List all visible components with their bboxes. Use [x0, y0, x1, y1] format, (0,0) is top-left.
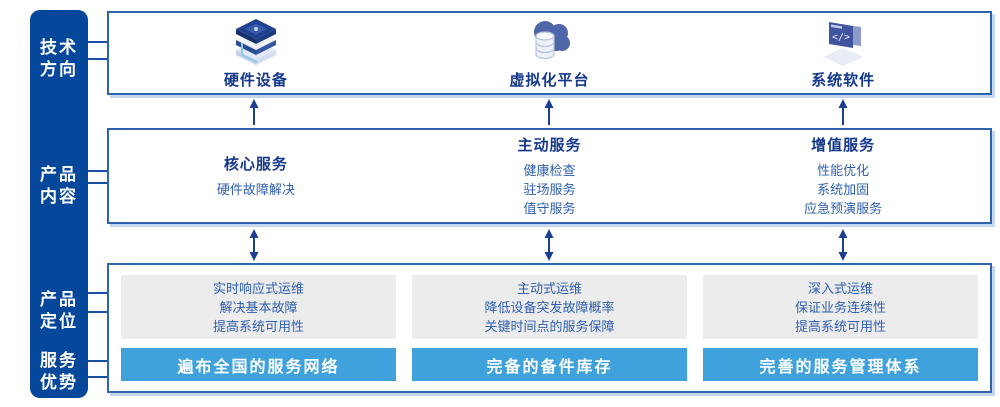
service-group-value-added: 增值服务 性能优化 系统加固 应急预演服务: [696, 130, 990, 222]
positioning-line: 主动式运维: [516, 280, 582, 296]
bottom-column-realtime: 实时响应式运维 解决基本故障 提高系统可用性 遍布全国的服务网络: [121, 275, 396, 381]
svg-text:</>: </>: [832, 32, 850, 43]
tech-item-hardware: 硬件设备: [109, 13, 403, 93]
tech-item-label: 系统软件: [811, 72, 876, 89]
connector-line: [88, 182, 107, 184]
service-item: 系统加固: [817, 182, 870, 197]
tech-item-virtualization: 虚拟化平台: [403, 13, 697, 93]
service-item: 值守服务: [523, 201, 576, 216]
tech-item-label: 虚拟化平台: [509, 72, 590, 89]
service-group-title: 增值服务: [811, 137, 876, 154]
double-arrow: [249, 229, 259, 261]
positioning-box: 深入式运维 保证业务连续性 提高系统可用性: [703, 275, 978, 339]
up-arrow: [544, 99, 554, 125]
service-group-core: 核心服务 硬件故障解决: [109, 130, 403, 222]
product-content-panel: 核心服务 硬件故障解决 主动服务 健康检查 驻场服务 值守服务 增值服务 性能优…: [107, 128, 992, 224]
advantage-bar: 完备的备件库存: [412, 348, 687, 381]
server-stack-icon: [230, 16, 282, 66]
sidebar-label-service-advantage: 服务 优势: [40, 351, 78, 392]
code-window-icon: </>: [817, 16, 869, 66]
double-arrow: [838, 229, 848, 261]
service-item: 驻场服务: [523, 182, 576, 197]
double-arrow: [544, 229, 554, 261]
sidebar-label-product-positioning: 产品 定位: [40, 290, 78, 331]
service-group-title: 核心服务: [223, 156, 288, 173]
sidebar-label-product-content: 产品 内容: [40, 165, 78, 206]
positioning-line: 实时响应式运维: [212, 280, 304, 296]
positioning-box: 实时响应式运维 解决基本故障 提高系统可用性: [121, 275, 396, 339]
positioning-line: 保证业务连续性: [794, 299, 886, 315]
connector-line: [88, 170, 107, 172]
up-arrow: [838, 99, 848, 125]
positioning-line: 解决基本故障: [219, 299, 298, 315]
service-item: 应急预演服务: [804, 201, 883, 216]
category-sidebar: 技术 方向 产品 内容 产品 定位 服务 优势: [30, 10, 88, 398]
connector-line: [88, 41, 107, 43]
advantage-bar: 完善的服务管理体系: [703, 348, 978, 381]
connector-line: [88, 292, 107, 294]
connector-line: [88, 360, 107, 362]
advantage-bar: 遍布全国的服务网络: [121, 348, 396, 381]
service-item: 健康检查: [523, 163, 576, 178]
positioning-line: 提高系统可用性: [212, 318, 304, 334]
bottom-column-indepth: 深入式运维 保证业务连续性 提高系统可用性 完善的服务管理体系: [703, 275, 978, 381]
positioning-box: 主动式运维 降低设备突发故障概率 关键时间点的服务保障: [412, 275, 687, 339]
cloud-database-icon: [524, 16, 576, 66]
connector-line: [88, 58, 107, 60]
positioning-line: 提高系统可用性: [794, 318, 886, 334]
service-item: 性能优化: [817, 163, 870, 178]
service-item: 硬件故障解决: [216, 182, 295, 197]
tech-direction-panel: 硬件设备 虚拟化平台: [107, 11, 992, 95]
connector-line: [88, 311, 107, 313]
positioning-line: 降低设备突发故障概率: [484, 299, 615, 315]
tech-item-label: 硬件设备: [223, 72, 288, 89]
service-group-active: 主动服务 健康检查 驻场服务 值守服务: [403, 130, 697, 222]
positioning-advantage-panel: 实时响应式运维 解决基本故障 提高系统可用性 遍布全国的服务网络 主动式运维 降…: [107, 263, 992, 393]
sidebar-label-tech-direction: 技术 方向: [40, 38, 78, 79]
positioning-line: 关键时间点的服务保障: [484, 318, 615, 334]
tech-item-software: </> 系统软件: [696, 13, 990, 93]
positioning-line: 深入式运维: [807, 280, 873, 296]
bottom-column-proactive: 主动式运维 降低设备突发故障概率 关键时间点的服务保障 完备的备件库存: [412, 275, 687, 381]
up-arrow: [249, 99, 259, 125]
service-group-title: 主动服务: [517, 137, 582, 154]
connector-line: [88, 376, 107, 378]
